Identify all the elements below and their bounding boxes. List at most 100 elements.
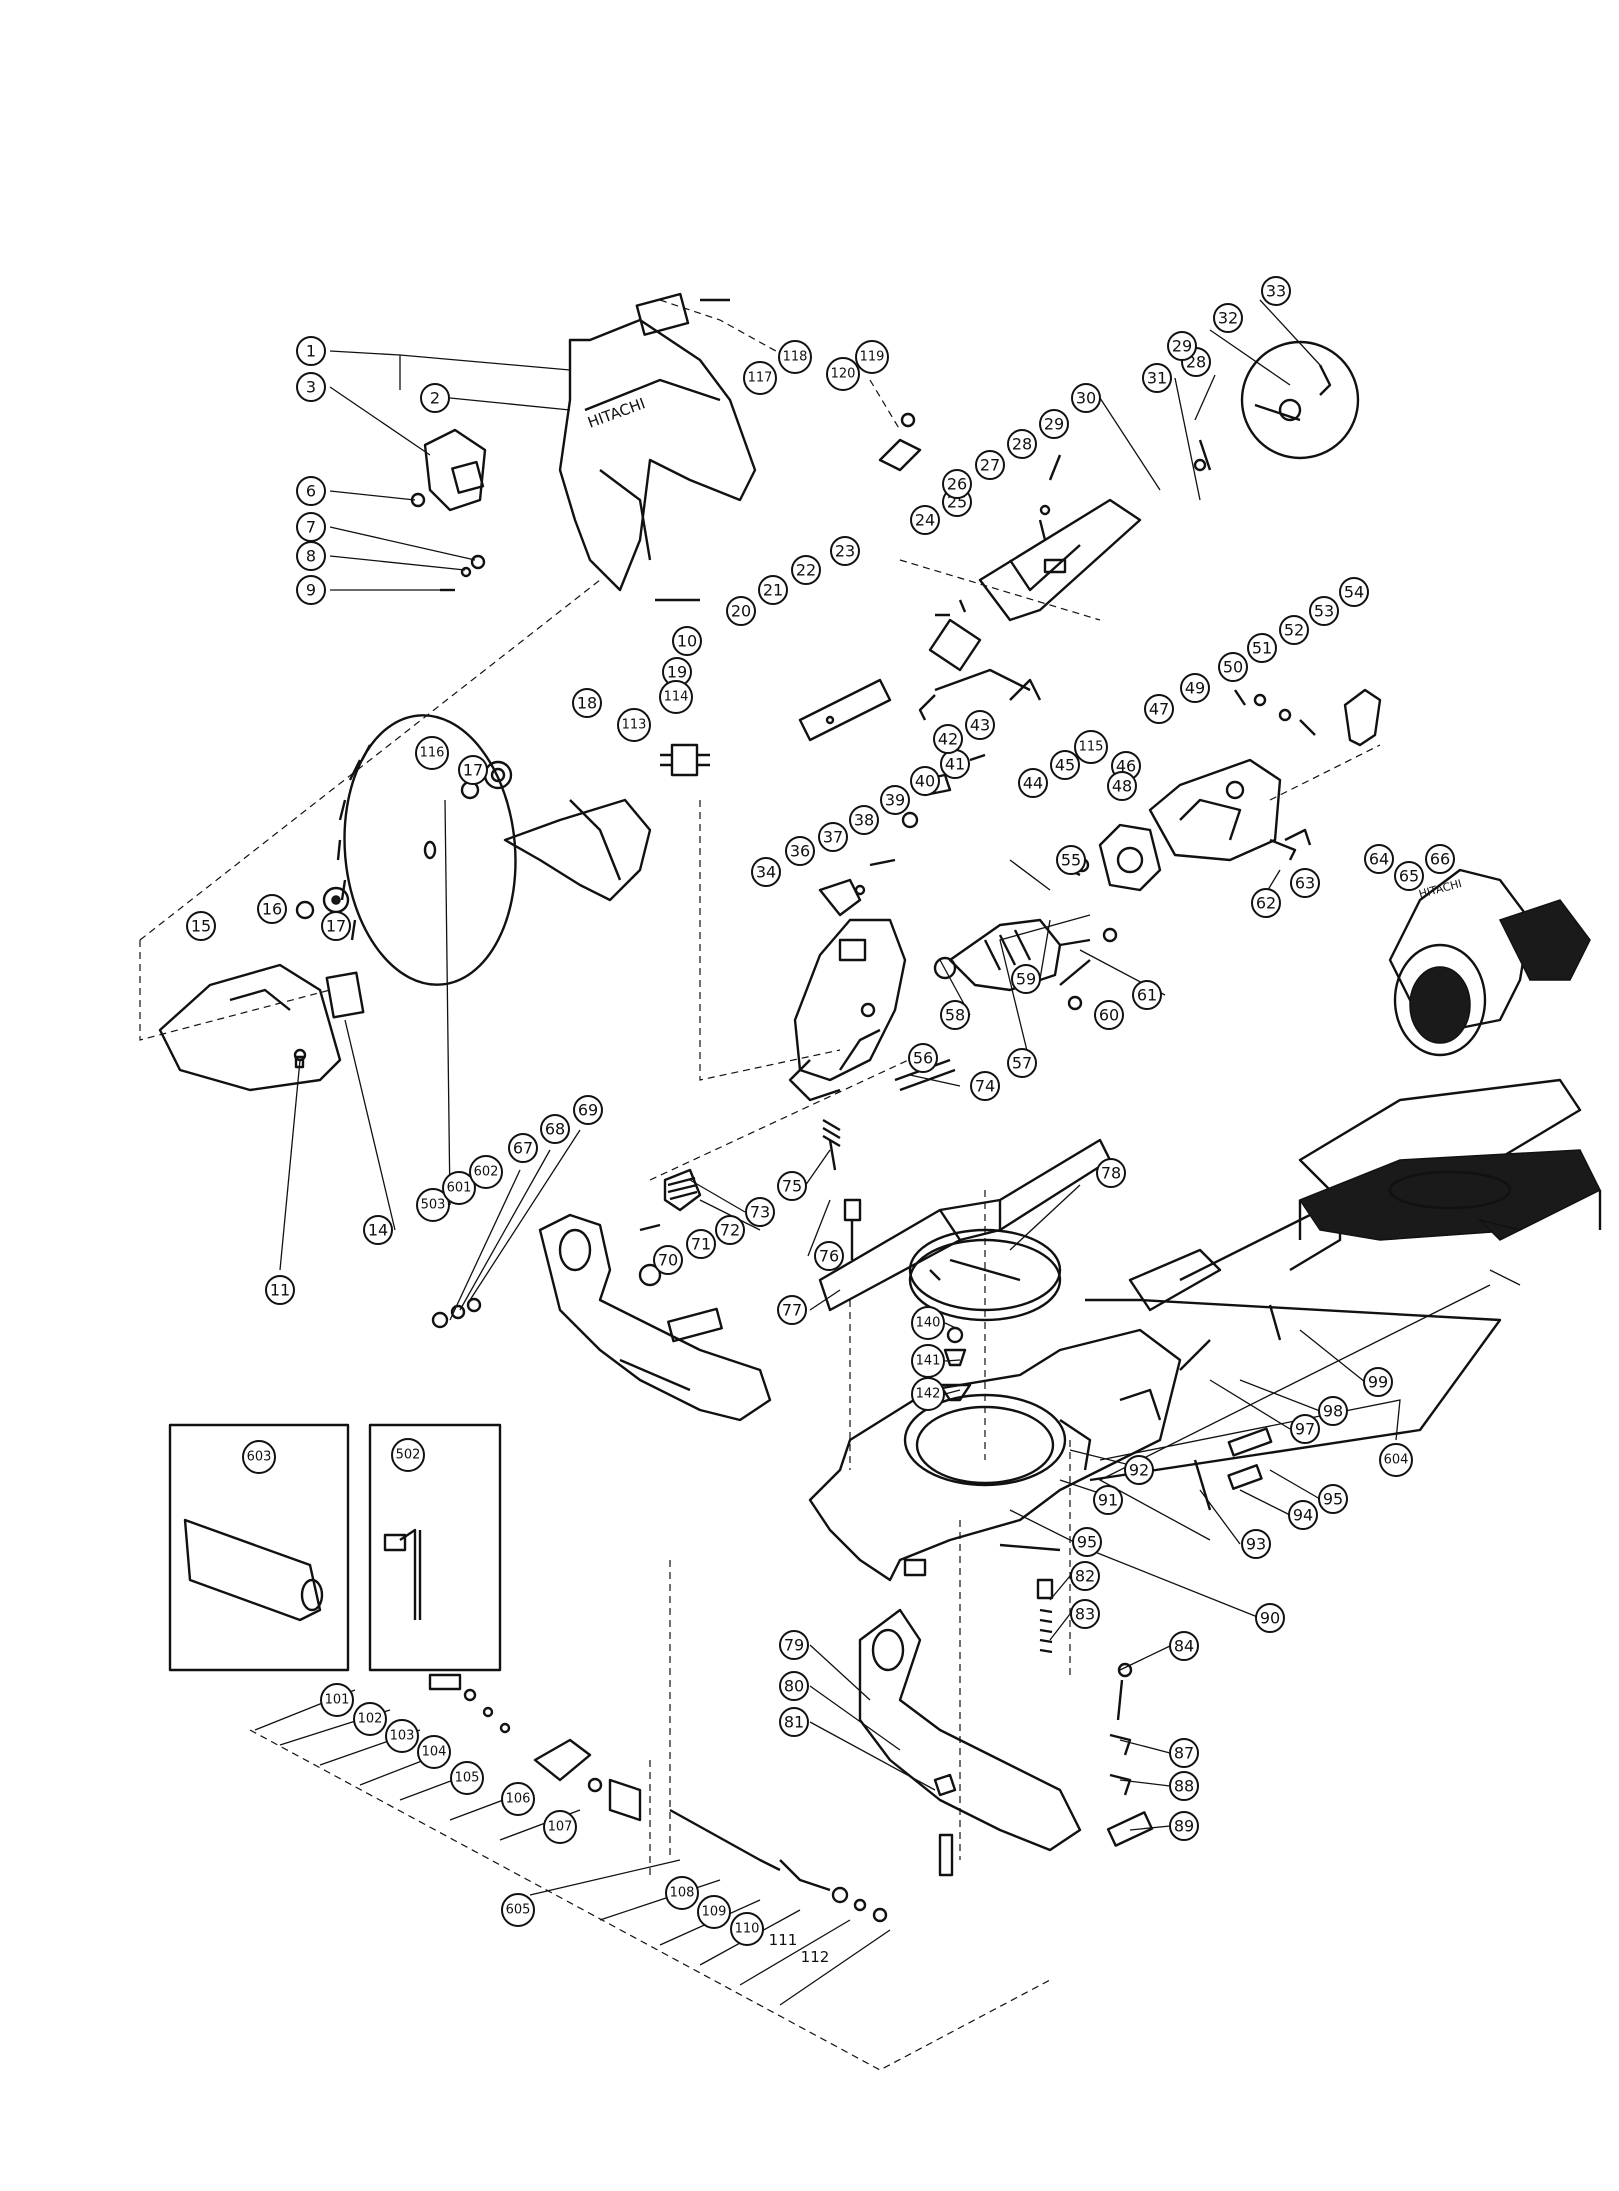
dust-port (423, 428, 487, 512)
stop-bolts (1193, 1427, 1273, 1511)
callout-circle (257, 894, 287, 924)
part-callout: 55 (1056, 845, 1086, 875)
part-callout: 11 (265, 1275, 295, 1305)
callout-circle (501, 1782, 535, 1816)
callout-number: 50 (1223, 658, 1243, 677)
pivot-bolt (638, 1223, 723, 1343)
callout-number: 17 (326, 917, 346, 936)
part-callout: 56 (908, 1043, 938, 1073)
callout-number: 22 (796, 561, 816, 580)
holder (858, 1608, 1082, 1852)
part-callout: 80 (779, 1671, 809, 1701)
callout-circle (911, 1306, 945, 1340)
callout-circle (1255, 1603, 1285, 1633)
callout-number: 6 (306, 482, 316, 501)
part-callout: 88 (1169, 1771, 1199, 1801)
part-number-label: 112 (801, 1948, 830, 1966)
blade-washers (295, 760, 513, 920)
callout-number: 502 (396, 1448, 421, 1463)
callout-circle (501, 1893, 535, 1927)
part-callout: 1 (296, 336, 326, 366)
part-callout: 70 (653, 1245, 683, 1275)
callout-circle (296, 372, 326, 402)
pin-and-spring (999, 1543, 1061, 1654)
part-callout: 36 (785, 836, 815, 866)
callout-circle (442, 1171, 476, 1205)
part-callout: 10 (672, 626, 702, 656)
washer-stack-left (431, 1297, 482, 1329)
part-callout: 29 (1167, 331, 1197, 361)
callout-number: 45 (1055, 756, 1075, 775)
callout-circle (296, 541, 326, 571)
callout-number: 44 (1023, 774, 1043, 793)
part-callout: 604 (1379, 1443, 1413, 1477)
part-callout: 120 (826, 357, 860, 391)
callout-circle (779, 1630, 809, 1660)
assembly-guides (139, 299, 1381, 2071)
callout-number: 87 (1174, 1744, 1194, 1763)
callout-circle (1018, 768, 1048, 798)
part-callout: 31 (1142, 363, 1172, 393)
part-callout: 78 (1096, 1158, 1126, 1188)
fence (818, 1138, 1112, 1312)
part-callout: 7 (296, 512, 326, 542)
callout-circle (1290, 868, 1320, 898)
callout-circle (391, 1438, 425, 1472)
part-callout: 52 (1279, 615, 1309, 645)
turntable (908, 1228, 1062, 1322)
part-callout: 76 (814, 1241, 844, 1271)
callout-circle (1425, 844, 1455, 874)
part-callout: 2 (420, 383, 450, 413)
callout-number: 71 (691, 1235, 711, 1254)
callout-circle (933, 724, 963, 754)
lower-blade-guard (158, 963, 365, 1092)
part-callout: 109 (697, 1895, 731, 1929)
part-callout: 53 (1309, 596, 1339, 626)
gear-housing (788, 918, 907, 1102)
part-number-label: 111 (769, 1931, 798, 1949)
callout-circle (1144, 694, 1174, 724)
callout-circle (1056, 845, 1086, 875)
motor-cap (1269, 688, 1382, 861)
callout-circle (1363, 1367, 1393, 1397)
callout-circle (697, 1895, 731, 1929)
part-callout: 68 (540, 1114, 570, 1144)
callout-circle (1169, 1811, 1199, 1841)
part-callout: 50 (1218, 652, 1248, 682)
callout-number: 105 (455, 1771, 480, 1786)
callout-circle (1241, 1529, 1271, 1559)
callout-circle (321, 911, 351, 941)
blade-cover (503, 798, 652, 902)
callout-circle (1318, 1396, 1348, 1426)
part-callout: 44 (1018, 768, 1048, 798)
callout-number: 503 (421, 1198, 446, 1213)
part-callout: 26 (942, 469, 972, 499)
callout-circle (1096, 1158, 1126, 1188)
part-callout: 81 (779, 1707, 809, 1737)
callout-number: 601 (447, 1181, 472, 1196)
part-callout: 103 (385, 1719, 419, 1753)
part-callout: 106 (501, 1782, 535, 1816)
callout-circle (785, 836, 815, 866)
part-callout: 71 (686, 1229, 716, 1259)
callout-number: 99 (1368, 1373, 1388, 1392)
callout-number: 115 (1079, 740, 1104, 755)
part-callout: 23 (830, 536, 860, 566)
part-callout: 22 (791, 555, 821, 585)
callout-circle (758, 575, 788, 605)
lock-knob (1106, 1662, 1154, 1847)
callout-number: 15 (191, 917, 211, 936)
callout-number: 48 (1112, 777, 1132, 796)
part-callout: 6 (296, 476, 326, 506)
part-callout: 39 (880, 785, 910, 815)
part-callout: 64 (1364, 844, 1394, 874)
part-callout: 17 (458, 755, 488, 785)
callout-circle (1169, 1738, 1199, 1768)
part-callout: 89 (1169, 1811, 1199, 1841)
callout-circle (1107, 771, 1137, 801)
callout-number: 116 (420, 746, 445, 761)
callout-number: 17 (463, 761, 483, 780)
callout-circle (415, 736, 449, 770)
holder-bolt (933, 1773, 957, 1877)
part-callout: 119 (855, 340, 889, 374)
